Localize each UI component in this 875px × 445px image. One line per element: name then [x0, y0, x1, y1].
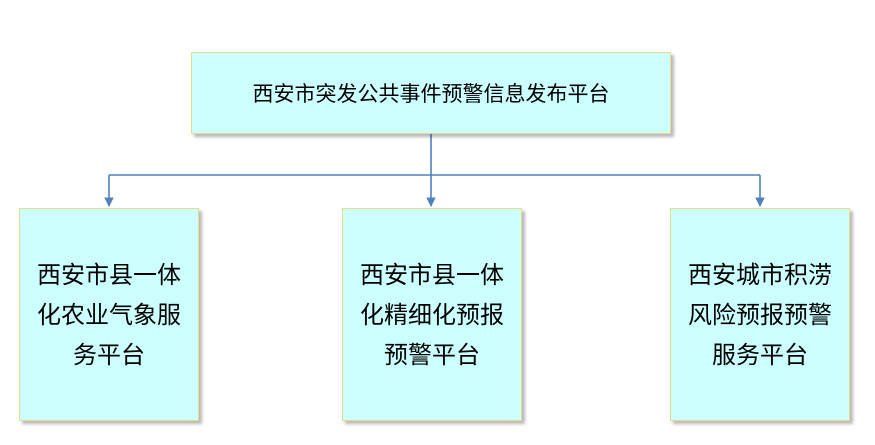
child-node-label: 西安市县一体 化农业气象服 务平台	[37, 260, 181, 369]
root-node: 西安市突发公共事件预警信息发布平台	[191, 52, 671, 134]
child-node-label: 西安市县一体 化精细化预报 预警平台	[360, 260, 504, 369]
child-node-label: 西安城市积涝 风险预报预警 服务平台	[688, 260, 832, 369]
root-node-label: 西安市突发公共事件预警信息发布平台	[252, 82, 610, 106]
child-node-agri-weather-service: 西安市县一体 化农业气象服 务平台	[19, 208, 199, 421]
child-node-waterlogging-risk-service: 西安城市积涝 风险预报预警 服务平台	[670, 208, 850, 421]
child-node-fine-forecast-warning: 西安市县一体 化精细化预报 预警平台	[342, 208, 522, 421]
